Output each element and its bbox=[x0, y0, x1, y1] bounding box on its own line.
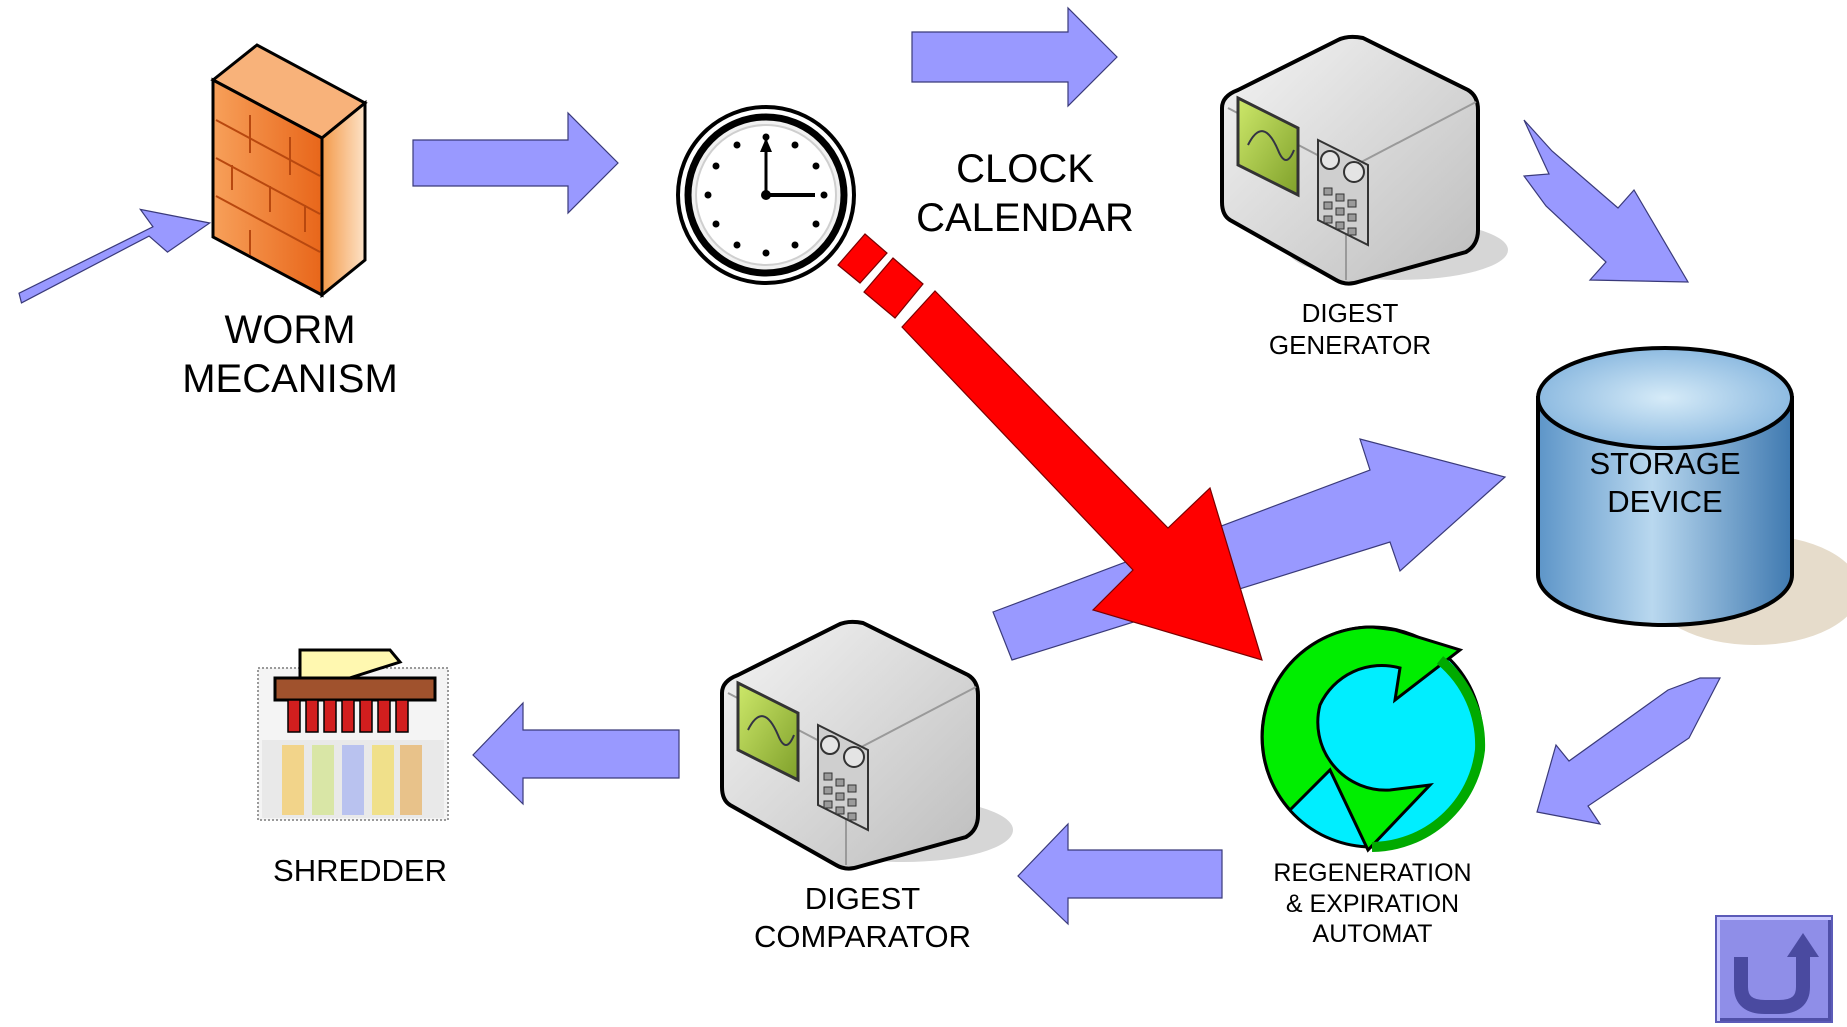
shredder-icon bbox=[257, 648, 449, 821]
storage-device-icon bbox=[1536, 346, 1847, 645]
back-button[interactable] bbox=[1715, 915, 1833, 1023]
flow-arrow-comparator-to-shredder bbox=[472, 701, 680, 806]
clock-icon bbox=[676, 105, 856, 285]
digest-comparator-icon bbox=[720, 619, 1013, 871]
alert-arrow bbox=[837, 233, 1263, 661]
flow-arrow-clock-to-generator bbox=[911, 6, 1118, 108]
worm-mecanism-label: WORM MECANISM bbox=[182, 308, 398, 401]
alert-arrow-shaft-head bbox=[901, 290, 1263, 661]
alert-arrow-dash-2 bbox=[863, 257, 924, 319]
clock-calendar-label: CLOCK CALENDAR bbox=[916, 147, 1134, 240]
regeneration-automat-label: REGENERATION & EXPIRATION AUTOMAT bbox=[1273, 859, 1472, 948]
alert-arrow-dash-1 bbox=[837, 233, 888, 284]
shredder-label: SHREDDER bbox=[273, 853, 447, 888]
digest-generator-label: DIGEST GENERATOR bbox=[1268, 298, 1432, 360]
flow-arrow-storage-to-automat bbox=[1536, 677, 1721, 825]
recycle-icon bbox=[1260, 625, 1486, 853]
flow-arrow-generator-to-storage bbox=[1522, 119, 1690, 283]
flow-arrow-into-worm bbox=[18, 208, 212, 304]
storage-device-label: STORAGE DEVICE bbox=[1589, 446, 1741, 519]
firewall-icon bbox=[210, 43, 368, 299]
flow-arrow-worm-to-clock bbox=[412, 111, 619, 215]
return-arrow-icon bbox=[1734, 933, 1819, 1014]
digest-generator-icon bbox=[1220, 34, 1508, 286]
flow-arrow-automat-to-comparator bbox=[1017, 822, 1223, 926]
digest-comparator-label: DIGEST COMPARATOR bbox=[753, 881, 971, 954]
